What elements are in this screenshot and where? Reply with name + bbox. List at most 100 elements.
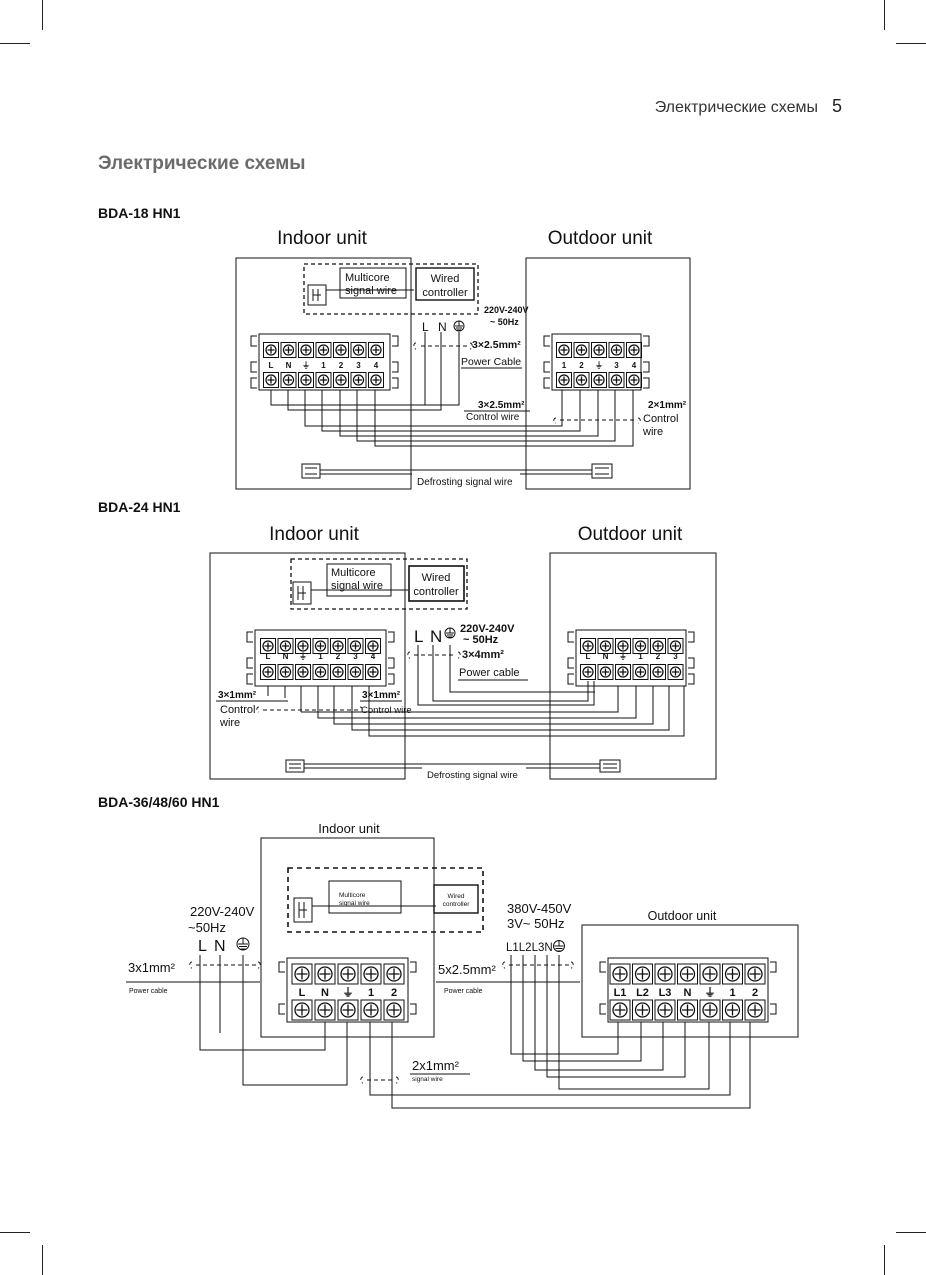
terminal-label: N	[283, 652, 289, 661]
terminal-screw	[634, 1002, 651, 1018]
crop-mark	[0, 1232, 30, 1233]
terminal-label: L2	[636, 987, 649, 999]
control-wire-spec-right: 2×1mm²	[648, 400, 687, 411]
terminal-screw	[558, 374, 570, 386]
terminal-screw	[610, 344, 623, 356]
terminal-screw	[300, 374, 312, 386]
running-title: Электрические схемы	[654, 99, 818, 116]
terminal-label: 4	[371, 652, 376, 661]
terminal-label: ⏚	[302, 361, 310, 370]
model-label-3: BDA-36/48/60 HN1	[98, 794, 220, 810]
connector-icon	[292, 581, 312, 605]
wired-controller-label-2: controller	[413, 586, 459, 598]
outdoor-unit-label: Outdoor unit	[578, 524, 683, 545]
voltage-label-right: 380V-450V	[507, 901, 572, 916]
model-label-2: BDA-24 HN1	[98, 499, 181, 515]
terminal-screw	[265, 374, 277, 386]
page-title: Электрические схемы	[98, 153, 306, 174]
terminal-screw	[575, 344, 588, 356]
terminal-label: L	[266, 652, 271, 661]
outdoor-unit-label: Outdoor unit	[548, 228, 653, 249]
terminal-screw	[628, 374, 640, 386]
wiring-diagram-1: Indoor unit Outdoor unit Multicore signa…	[235, 228, 691, 490]
terminal-screw	[599, 666, 612, 678]
terminal-screw	[558, 344, 570, 356]
indoor-terminal-block-2	[246, 629, 395, 687]
terminal-screw	[363, 966, 379, 982]
terminal-screw	[294, 1002, 310, 1018]
wiring-diagram-3: Indoor unit Outdoor unit Multicore signa…	[126, 821, 799, 1109]
terminal-label: ⏚	[595, 361, 603, 370]
crop-mark	[896, 1232, 926, 1233]
control-wire-label-right: Control	[643, 413, 678, 425]
terminal-screw	[612, 966, 628, 982]
terminal-screw	[349, 640, 362, 652]
terminal-screw	[724, 966, 741, 982]
terminal-label: 2	[656, 652, 661, 661]
indoor-unit-label: Indoor unit	[277, 228, 368, 249]
voltage-label: 220V-240V	[484, 305, 529, 315]
phase-l-label: L	[414, 627, 423, 646]
crop-mark	[0, 43, 30, 44]
terminal-label: 1	[321, 361, 326, 370]
outdoor-terminal-block-2	[567, 629, 695, 687]
frequency-label-right: 3V~ 50Hz	[507, 916, 564, 931]
phase-l-label-left: L	[198, 938, 207, 955]
terminal-label: L3	[659, 987, 672, 999]
ground-icon	[236, 937, 250, 951]
terminal-screw	[282, 374, 295, 386]
model-label-1: BDA-18 HN1	[98, 205, 181, 221]
terminal-screw	[279, 666, 292, 678]
crop-mark	[884, 1245, 885, 1275]
terminal-label: N	[603, 652, 609, 661]
terminal-screw	[314, 666, 327, 678]
control-wire-label-right: Control wire	[361, 705, 412, 716]
phase-n-label-left: N	[214, 938, 226, 955]
terminal-label: 1	[368, 987, 374, 999]
terminal-screw	[702, 1002, 718, 1018]
wired-controller-box	[408, 565, 465, 602]
terminal-label: 3	[356, 361, 361, 370]
terminal-screw	[617, 640, 629, 652]
wired-controller-box	[433, 884, 479, 914]
wired-controller-label-2: controller	[422, 287, 468, 299]
terminal-label: 2	[752, 987, 758, 999]
terminal-label: N	[684, 987, 692, 999]
power-cable-spec-right: 5x2.5mm²	[438, 962, 496, 977]
wired-controller-box	[415, 267, 475, 301]
multicore-label: Multicore	[345, 272, 390, 284]
terminal-screw	[617, 666, 629, 678]
frequency-label-left: ~50Hz	[188, 920, 226, 935]
power-cable-spec-left: 3x1mm²	[128, 960, 176, 975]
terminal-screw	[363, 1002, 379, 1018]
terminal-screw	[679, 1002, 696, 1018]
terminal-label: 4	[632, 361, 637, 370]
terminal-label: 2	[336, 652, 341, 661]
terminal-screw	[747, 1002, 763, 1018]
multicore-box	[339, 267, 407, 299]
terminal-screw	[349, 666, 362, 678]
indoor-unit-label: Indoor unit	[269, 524, 360, 545]
ground-icon	[453, 320, 465, 332]
terminal-screw	[628, 344, 640, 356]
multicore-label-2: signal wire	[339, 900, 370, 907]
terminal-screw	[367, 640, 379, 652]
outdoor-unit-box	[525, 257, 691, 490]
control-wire-label-left: Control	[220, 704, 255, 716]
defrost-connector-right	[599, 759, 621, 773]
terminal-screw	[652, 666, 664, 678]
power-cable-label: Power cable	[459, 667, 520, 679]
terminal-label: 1	[638, 652, 643, 661]
terminal-screw	[294, 966, 310, 982]
terminal-screw	[575, 374, 588, 386]
terminal-label: 2	[339, 361, 344, 370]
multicore-box	[326, 563, 392, 597]
terminal-label: ⏚	[343, 986, 354, 999]
terminal-screw	[657, 1002, 673, 1018]
connector-icon	[293, 897, 313, 923]
defrost-wire-label: Defrosting signal wire	[417, 477, 513, 488]
voltage-label: 220V-240V	[460, 623, 515, 635]
terminal-screw	[262, 666, 274, 678]
terminal-screw	[610, 374, 623, 386]
